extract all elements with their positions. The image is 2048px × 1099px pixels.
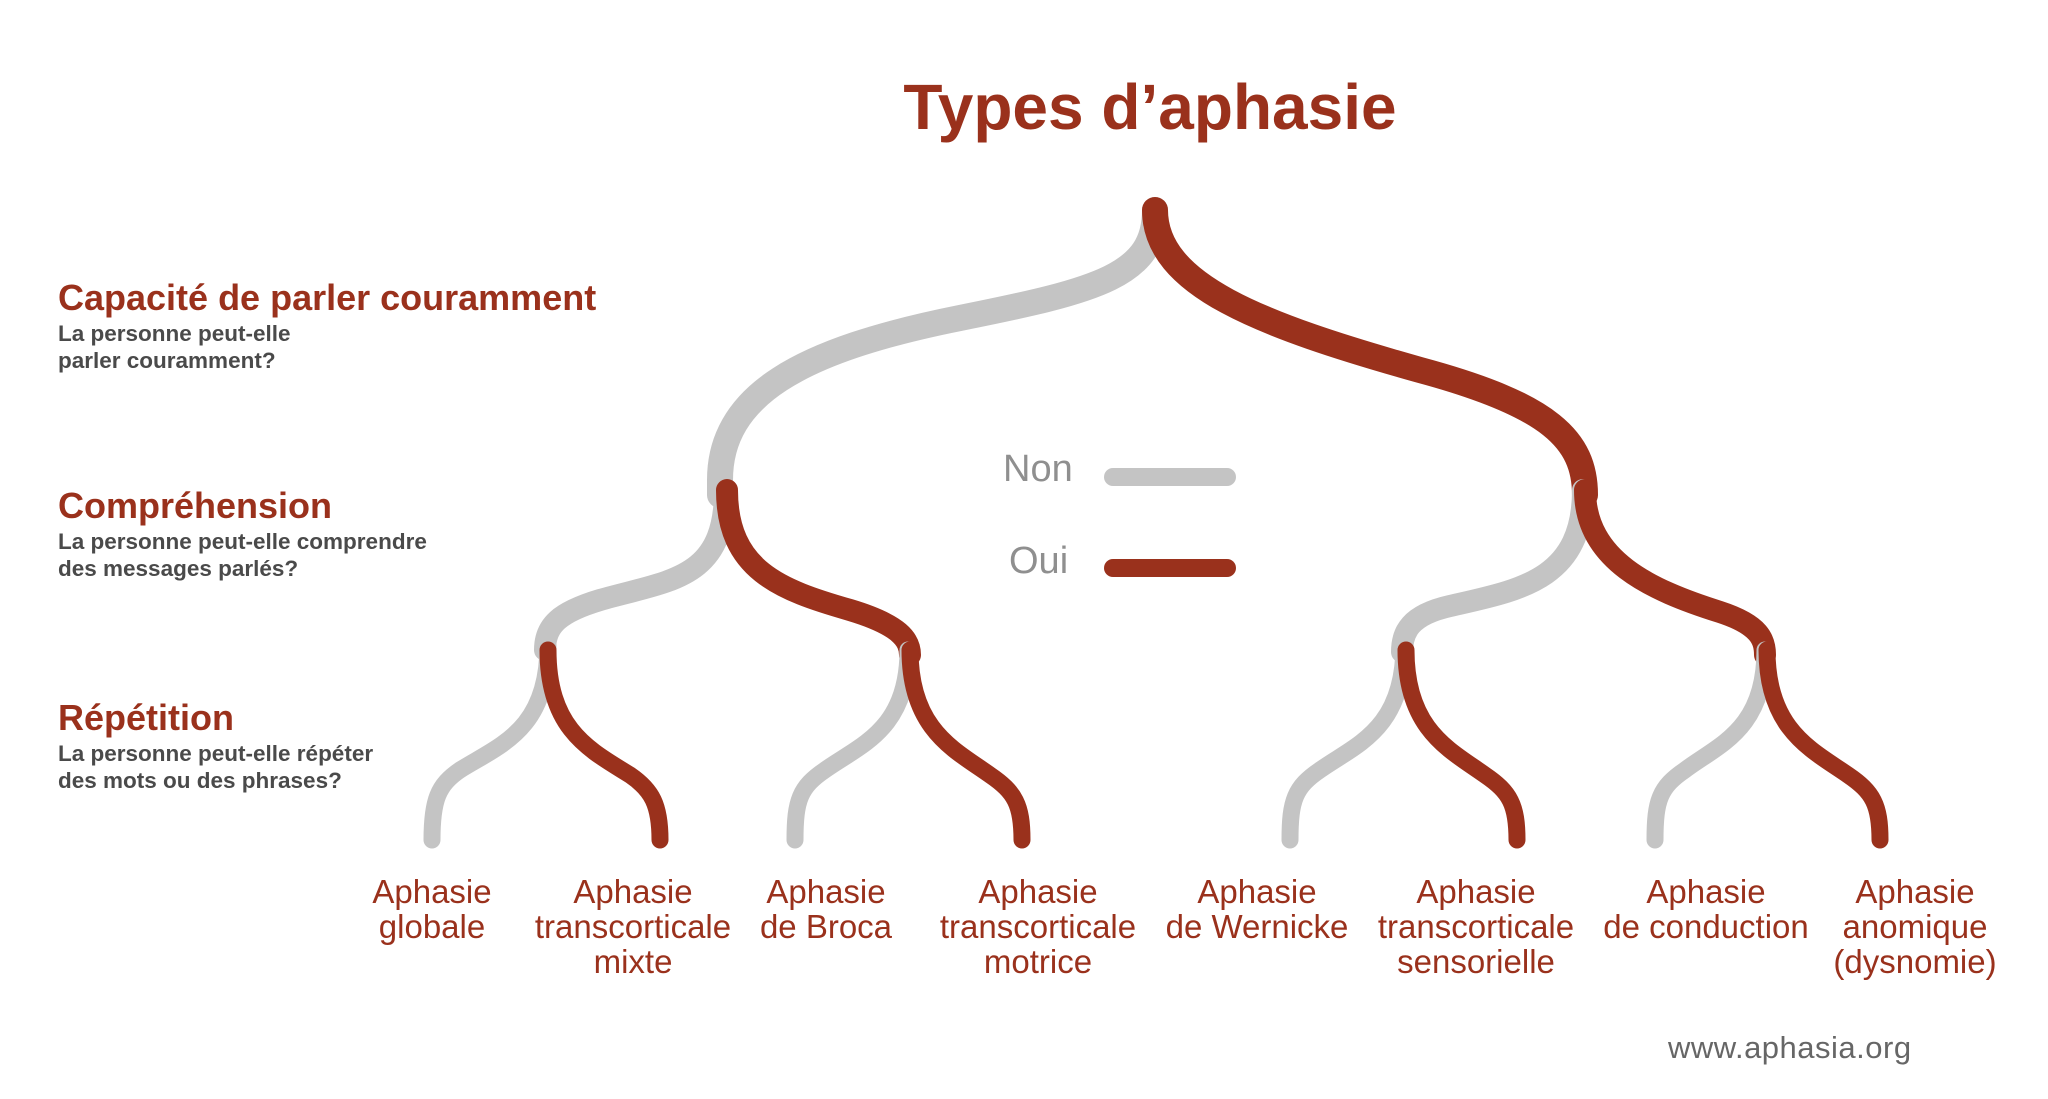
legend-oui-label: Oui: [1009, 540, 1069, 582]
question-repetition-line2: des mots ou des phrases?: [58, 768, 342, 793]
branch-leaf-globale: [423, 636, 557, 849]
question-fluency: Capacité de parler couramment La personn…: [58, 276, 596, 374]
branch-root-oui: [1142, 197, 1598, 508]
branch-right-oui: [1574, 479, 1776, 666]
leaf-aphasie-transcorticale-sensorielle: Aphasie transcorticale sensorielle: [1361, 874, 1591, 979]
leaf-line: globale: [378, 908, 486, 945]
legend-non-label: Non: [1003, 448, 1073, 490]
question-fluency-line2: parler couramment?: [58, 348, 276, 373]
page-title: Types d’aphasie: [903, 71, 1397, 143]
leaf-line: Aphasie: [1646, 873, 1766, 910]
branch-leaf-anomique: [1758, 641, 1889, 849]
branch-leaf-transcorticale-motrice: [901, 641, 1031, 849]
leaf-line: Aphasie: [1855, 873, 1975, 910]
leaf-line: transcorticale: [1377, 908, 1575, 945]
question-repetition-title: Répétition: [58, 697, 234, 738]
leaf-aphasie-de-conduction: Aphasie de conduction: [1591, 874, 1821, 944]
question-fluency-title: Capacité de parler couramment: [58, 277, 597, 318]
leaf-line: Aphasie: [978, 873, 1098, 910]
question-comprehension-line1: La personne peut-elle comprendre: [58, 529, 427, 554]
leaf-line: Aphasie: [1197, 873, 1317, 910]
question-comprehension-title: Compréhension: [58, 485, 333, 526]
question-fluency-line1: La personne peut-elle: [58, 321, 291, 346]
leaf-line: Aphasie: [372, 873, 492, 910]
leaf-aphasie-transcorticale-motrice: Aphasie transcorticale motrice: [923, 874, 1153, 979]
branch-root-non: [707, 197, 1168, 508]
question-comprehension-line2: des messages parlés?: [58, 556, 299, 581]
leaf-line: transcorticale: [534, 908, 732, 945]
leaf-line: de Wernicke: [1165, 908, 1349, 945]
leaf-line: Aphasie: [1416, 873, 1536, 910]
leaf-aphasie-transcorticale-mixte: Aphasie transcorticale mixte: [518, 874, 748, 979]
leaf-line: transcorticale: [939, 908, 1137, 945]
leaf-line: Aphasie: [766, 873, 886, 910]
leaf-line: mixte: [593, 943, 673, 980]
question-comprehension: Compréhension La personne peut-elle comp…: [58, 484, 427, 582]
question-repetition-line1: La personne peut-elle répéter: [58, 741, 374, 766]
branch-leaf-transcorticale-mixte: [539, 641, 669, 849]
leaf-line: Aphasie: [573, 873, 693, 910]
branch-leaf-wernicke: [1281, 636, 1413, 849]
question-repetition: Répétition La personne peut-elle répéter…: [58, 696, 373, 794]
branch-left-oui: [716, 479, 921, 666]
leaf-aphasie-de-broca: Aphasie de Broca: [711, 874, 941, 944]
branch-leaf-conduction: [1646, 641, 1774, 849]
branch-left-non: [534, 479, 736, 661]
source-url[interactable]: www.aphasia.org: [1668, 1030, 1912, 1065]
branch-right-non: [1391, 479, 1594, 663]
leaf-line: de conduction: [1603, 908, 1809, 945]
leaf-line: sensorielle: [1397, 943, 1555, 980]
leaf-line: motrice: [983, 943, 1093, 980]
branch-leaf-broca: [786, 641, 917, 849]
leaf-line: anomique: [1842, 908, 1988, 945]
leaf-line: (dysnomie): [1833, 943, 1997, 980]
leaf-aphasie-globale: Aphasie globale: [317, 874, 547, 944]
leaf-line: de Broca: [759, 908, 893, 945]
branch-leaf-transcorticale-sensorielle: [1397, 641, 1526, 849]
leaf-aphasie-de-wernicke: Aphasie de Wernicke: [1142, 874, 1372, 944]
leaf-aphasie-anomique: Aphasie anomique (dysnomie): [1800, 874, 2030, 979]
